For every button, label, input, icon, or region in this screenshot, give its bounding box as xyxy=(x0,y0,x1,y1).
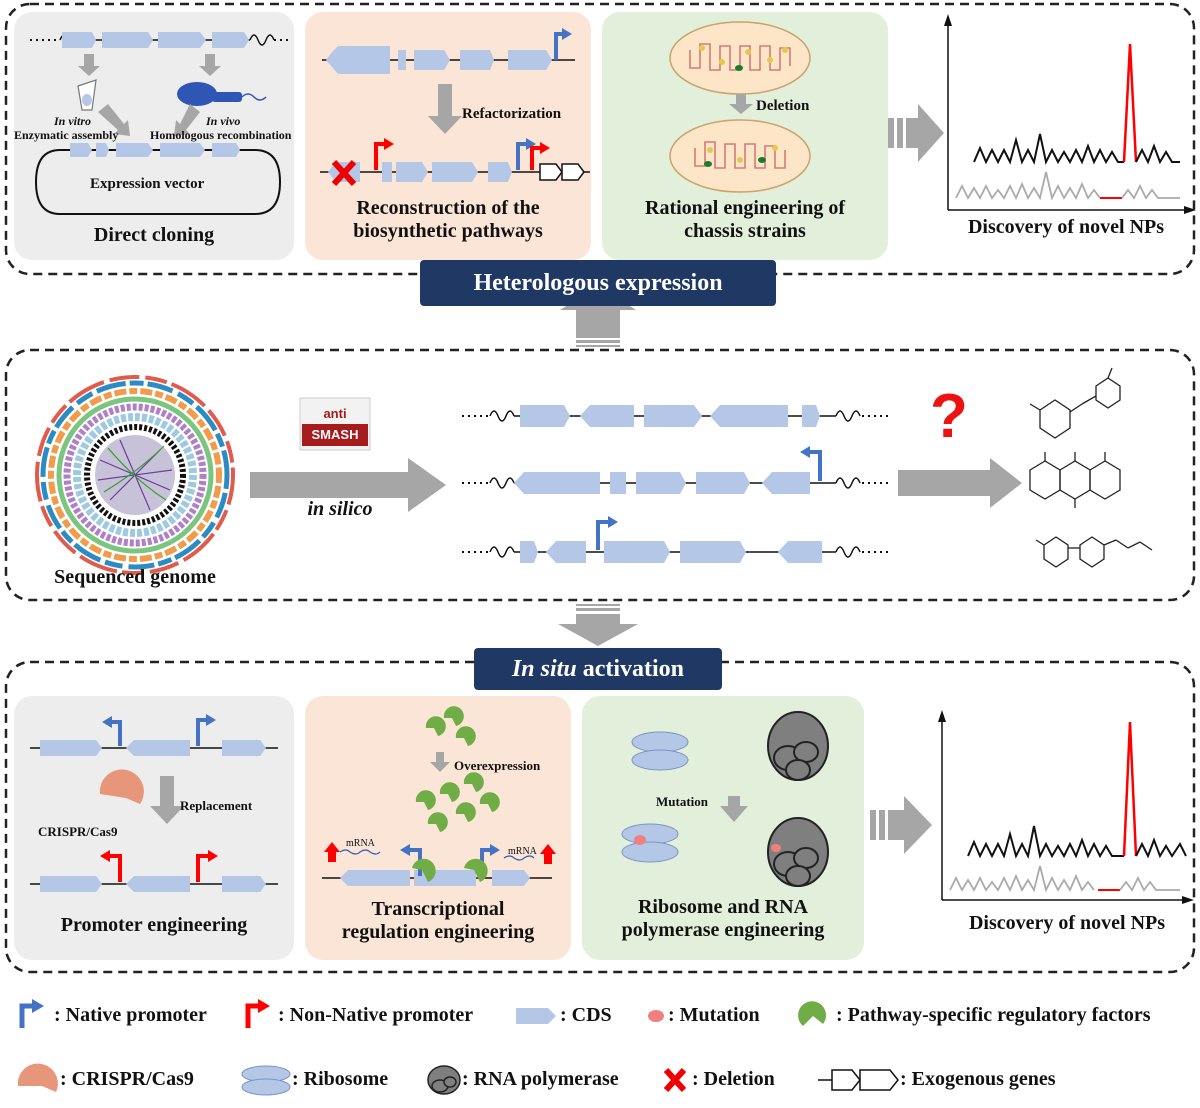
refactorization-label: Refactorization xyxy=(462,106,562,122)
legend-rna-polymerase-icon xyxy=(427,1065,461,1095)
discovery-title-top: Discovery of novel NPs xyxy=(967,216,1165,238)
reconstruction-title-line1: Reconstruction of the xyxy=(356,197,540,219)
antismash-bottom-text: SMASH xyxy=(311,427,359,442)
compound-glycoside xyxy=(1029,367,1121,439)
ribosome-title: Ribosome and RNA polymerase engineering xyxy=(582,896,864,942)
legend-ribosome-icon xyxy=(241,1065,291,1096)
insitu-banner-italic: In situ xyxy=(511,656,577,682)
legend-regulatory-factors: : Pathway-specific regulatory factors xyxy=(836,1004,1151,1026)
bottom-to-discovery-arrow xyxy=(870,796,932,854)
genome-frame xyxy=(4,348,1196,602)
transcription-cluster xyxy=(322,842,556,886)
chassis-title-line1: Rational engineering of xyxy=(645,197,845,219)
chassis-cell-top xyxy=(669,21,811,95)
chassis-cell-bottom xyxy=(669,119,811,193)
transcriptional-title-line2: regulation engineering xyxy=(341,921,535,943)
replacement-label: Replacement xyxy=(180,798,253,813)
enzymatic-assembly-label: Enzymatic assembly xyxy=(14,128,119,142)
antismash-logo xyxy=(299,397,371,451)
in-silico-label: in silico xyxy=(307,498,373,520)
mrna-left-label: mRNA xyxy=(346,838,375,849)
legend-cds-icon xyxy=(516,1008,556,1024)
expression-vector-label: Expression vector xyxy=(90,176,205,192)
cluster-row-1 xyxy=(462,405,890,427)
sequenced-genome-title: Sequenced genome xyxy=(54,566,216,588)
cluster-row-2 xyxy=(462,446,890,494)
compound-anthraquinone xyxy=(1029,452,1121,508)
legend-ribosome: : Ribosome xyxy=(292,1068,389,1090)
legend-mutation-icon xyxy=(648,1010,664,1022)
promoter-cluster-before xyxy=(30,714,278,756)
regulator-cluster-top xyxy=(425,706,476,746)
question-mark: ? xyxy=(930,382,968,451)
legend-exogenous: : Exogenous genes xyxy=(900,1068,1056,1090)
compound-pyridone xyxy=(1035,536,1153,568)
expression-vector xyxy=(34,143,282,215)
transcriptional-title-line1: Transcriptional xyxy=(371,898,505,920)
polymerase-mutant xyxy=(767,817,829,887)
down-arrow xyxy=(558,604,638,646)
chassis-title: Rational engineering of chassis strains xyxy=(602,197,888,243)
legend-native-promoter: : Native promoter xyxy=(54,1004,207,1026)
to-compounds-arrow xyxy=(898,458,1022,508)
deletion-step-label: Deletion xyxy=(756,98,810,114)
in-silico-arrow xyxy=(250,458,446,512)
promoter-cluster-after xyxy=(30,850,278,892)
antismash-top-text: anti xyxy=(323,406,347,421)
deletion-icon xyxy=(331,159,357,187)
legend-non-native-promoter-icon xyxy=(245,999,270,1028)
legend-crispr-icon xyxy=(17,1063,58,1092)
regulator-cluster-many xyxy=(415,772,500,832)
overexpression-label: Overexpression xyxy=(454,758,541,773)
polymerase-top xyxy=(767,711,829,781)
direct-cloning-panel xyxy=(14,12,294,260)
legend-cds: : CDS xyxy=(560,1004,612,1026)
homologous-recombination-label: Homologous recombination xyxy=(150,128,292,142)
chassis-title-line2: chassis strains xyxy=(684,220,806,242)
legend-exogenous-icon xyxy=(818,1069,899,1091)
direct-cloning-title: Direct cloning xyxy=(93,224,215,246)
promoter-engineering-title: Promoter engineering xyxy=(60,914,248,936)
in-vitro-label: In vitro xyxy=(54,114,92,128)
legend-non-native-promoter: : Non-Native promoter xyxy=(278,1004,474,1026)
legend-deletion: : Deletion xyxy=(692,1068,775,1090)
legend-regulator-icon xyxy=(798,1001,827,1026)
refactored-cluster xyxy=(320,138,590,187)
top-to-discovery-arrow xyxy=(888,104,944,162)
ribosome-title-line2: polymerase engineering xyxy=(621,919,825,941)
in-vivo-label: In vivo xyxy=(206,114,241,128)
reconstruction-title: Reconstruction of the biosynthetic pathw… xyxy=(305,197,591,243)
ribosome-mutant xyxy=(621,823,679,863)
legend-mutation: : Mutation xyxy=(668,1004,760,1026)
mrna-right-label: mRNA xyxy=(508,846,537,857)
transcriptional-title: Transcriptional regulation engineering xyxy=(305,898,571,944)
native-cluster xyxy=(322,28,575,74)
chromatogram-bottom xyxy=(938,710,1194,904)
heterologous-banner: Heterologous expression xyxy=(420,260,776,306)
circos-genome-plot xyxy=(35,375,235,575)
cell-icon xyxy=(177,82,267,106)
ribosome-top xyxy=(631,731,689,771)
ribosome-title-line1: Ribosome and RNA xyxy=(637,896,809,918)
cluster-row-3 xyxy=(462,516,890,563)
legend-rna-polymerase: : RNA polymerase xyxy=(462,1068,619,1090)
discovery-title-bottom: Discovery of novel NPs xyxy=(968,912,1166,934)
reconstruction-title-line2: biosynthetic pathways xyxy=(353,220,543,242)
legend-native-promoter-icon xyxy=(19,999,44,1028)
insitu-banner-rest: activation xyxy=(576,656,685,682)
crispr-label: CRISPR/Cas9 xyxy=(38,824,118,839)
mutation-step-label: Mutation xyxy=(656,794,708,809)
legend-crispr: : CRISPR/Cas9 xyxy=(60,1068,194,1090)
direct-cloning-cluster xyxy=(30,32,290,48)
crispr-icon xyxy=(99,769,144,804)
test-tube-icon xyxy=(77,79,97,111)
promoter-panel xyxy=(14,696,294,960)
legend-deletion-icon xyxy=(663,1067,687,1093)
chromatogram-top xyxy=(944,14,1196,214)
insitu-banner: In situ activation xyxy=(474,648,722,690)
heterologous-frame xyxy=(4,2,1196,276)
